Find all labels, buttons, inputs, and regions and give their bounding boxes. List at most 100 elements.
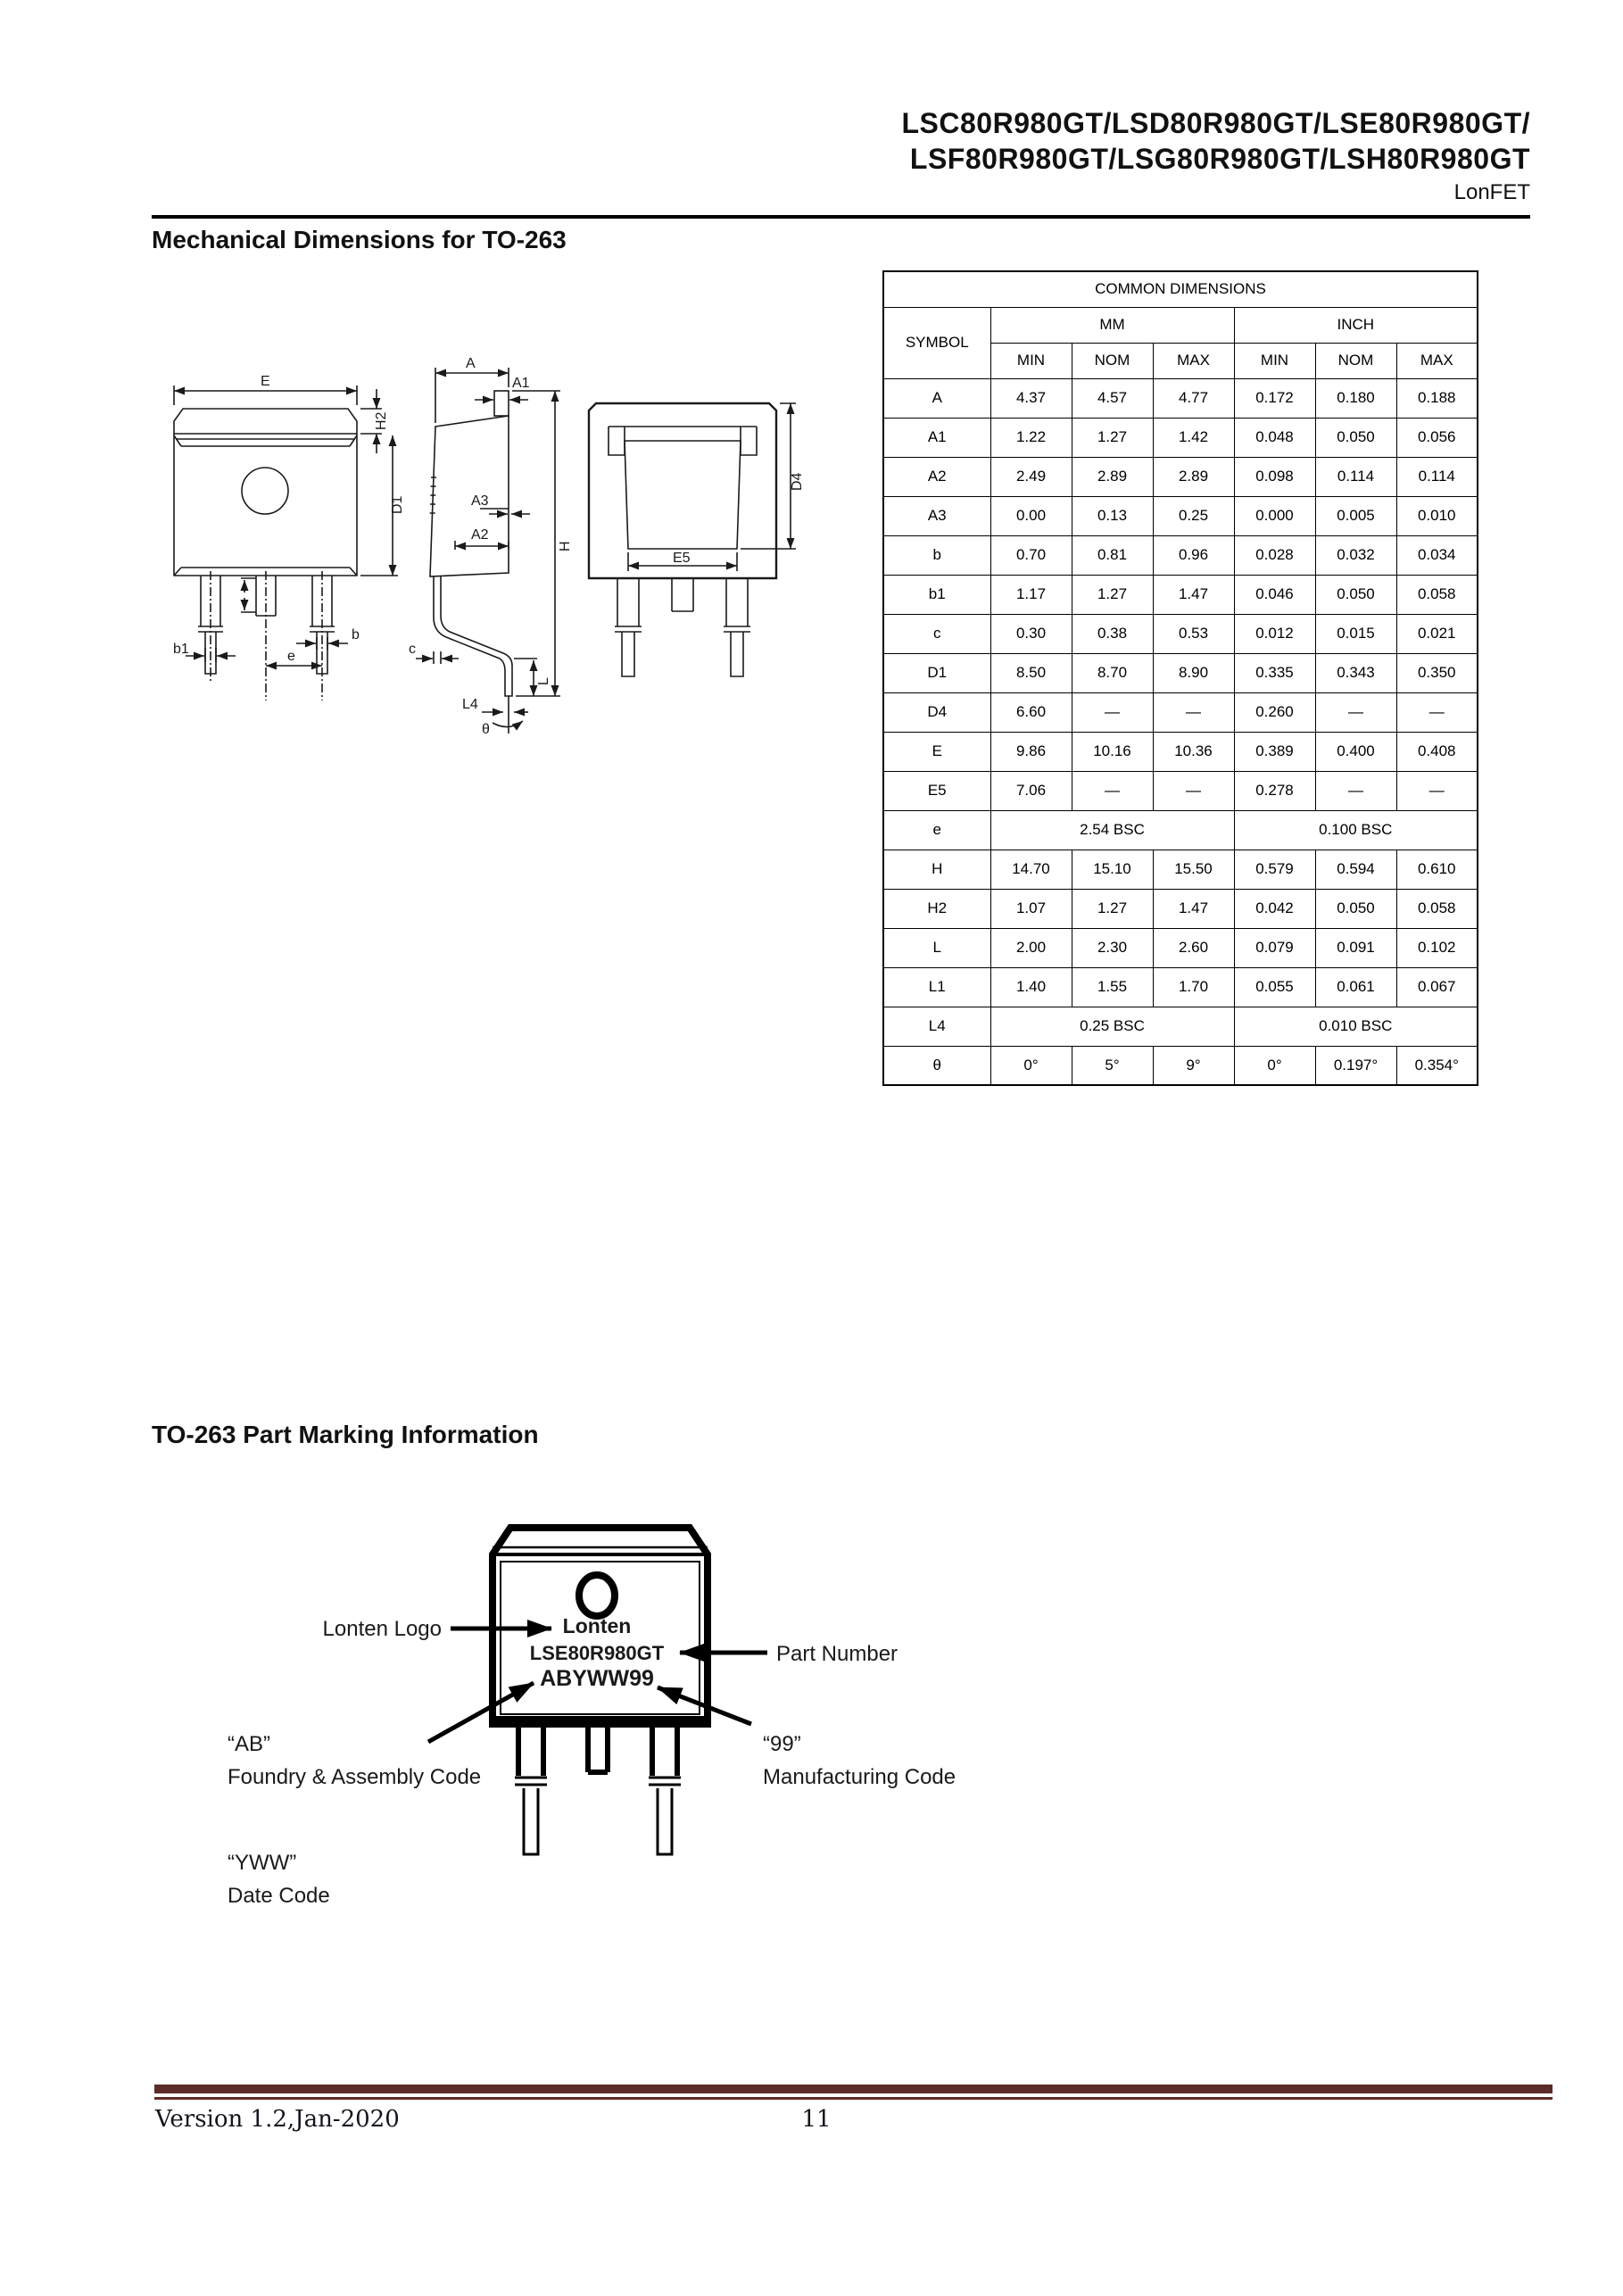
dimension-inch-cell: 0° bbox=[1233, 1045, 1316, 1086]
header-rule bbox=[152, 215, 1530, 219]
dimension-mm-cell: — bbox=[1152, 692, 1235, 733]
brand-name: LonFET bbox=[1453, 180, 1530, 204]
dimension-inch-cell: 0.408 bbox=[1395, 731, 1478, 772]
dimension-symbol-cell: L4 bbox=[882, 1006, 991, 1047]
dimension-inch-cell: 0.197° bbox=[1314, 1045, 1397, 1086]
symbol-header: SYMBOL bbox=[882, 306, 991, 379]
dimension-inch-cell: 0.102 bbox=[1395, 927, 1478, 968]
dimension-inch-cell: 0.050 bbox=[1314, 417, 1397, 458]
package-outline-drawing: E H2 D1 b1 b e A A1 H A3 A2 c L L4 θ E5 … bbox=[173, 356, 805, 737]
dimension-symbol-cell: H bbox=[882, 849, 991, 890]
dimension-inch-cell: 0.180 bbox=[1314, 377, 1397, 419]
dimension-inch-cell: 0.050 bbox=[1314, 888, 1397, 929]
dim-label-e: e bbox=[287, 649, 295, 664]
dimension-inch-cell: 0.067 bbox=[1395, 966, 1478, 1007]
dimension-inch-cell: 0.005 bbox=[1314, 495, 1397, 536]
mm-max-header: MAX bbox=[1152, 342, 1235, 379]
dimension-inch-cell: 0.188 bbox=[1395, 377, 1478, 419]
dimension-inch-cell: 0.000 bbox=[1233, 495, 1316, 536]
footer-rule-bar bbox=[154, 2085, 1553, 2093]
dim-label-theta: θ bbox=[482, 722, 490, 737]
dimension-inch-cell: 0.061 bbox=[1314, 966, 1397, 1007]
dimension-mm-cell: 2.89 bbox=[1152, 456, 1235, 497]
dimension-symbol-cell: H2 bbox=[882, 888, 991, 929]
part-marking-title: TO-263 Part Marking Information bbox=[152, 1421, 539, 1448]
dimension-inch-cell: 0.058 bbox=[1395, 574, 1478, 615]
dimension-inch-cell: 0.579 bbox=[1233, 849, 1316, 890]
dimension-symbol-cell: D1 bbox=[882, 652, 991, 693]
dimension-symbol-cell: L bbox=[882, 927, 991, 968]
dimension-symbol-cell: E5 bbox=[882, 770, 991, 811]
common-dimensions-table: COMMON DIMENSIONS SYMBOL MM INCH MIN NOM… bbox=[882, 270, 1478, 1086]
dimension-symbol-cell: A3 bbox=[882, 495, 991, 536]
dimension-mm-cell: 15.10 bbox=[1071, 849, 1154, 890]
dim-label-A3: A3 bbox=[471, 493, 489, 509]
marking-logo-text: Lonten bbox=[563, 1614, 632, 1637]
dimension-mm-cell: 1.47 bbox=[1152, 574, 1235, 615]
min-nom-max-row: MIN NOM MAX MIN NOM MAX bbox=[883, 342, 1478, 379]
dim-label-c: c bbox=[409, 642, 416, 657]
dimension-mm-cell: 6.60 bbox=[990, 692, 1072, 733]
dimension-symbol-cell: E bbox=[882, 731, 991, 772]
back-view-drawing bbox=[587, 402, 796, 677]
dimension-mm-bsc-cell: 2.54 BSC bbox=[990, 809, 1235, 850]
inch-nom-header: NOM bbox=[1314, 342, 1397, 379]
dimension-mm-cell: 1.27 bbox=[1071, 888, 1154, 929]
dimension-mm-cell: 10.16 bbox=[1071, 731, 1154, 772]
dimension-symbol-cell: L1 bbox=[882, 966, 991, 1007]
dimension-mm-cell: 1.17 bbox=[990, 574, 1072, 615]
dimension-mm-cell: 1.47 bbox=[1152, 888, 1235, 929]
inch-header: INCH bbox=[1233, 306, 1478, 344]
dimension-inch-cell: 0.389 bbox=[1233, 731, 1316, 772]
dimension-mm-cell: 0.38 bbox=[1071, 613, 1154, 654]
dimension-symbol-cell: A1 bbox=[882, 417, 991, 458]
dimension-inch-cell: — bbox=[1314, 692, 1397, 733]
dimension-mm-cell: 7.06 bbox=[990, 770, 1072, 811]
dimension-mm-cell: 0° bbox=[990, 1045, 1072, 1086]
dimension-symbol-cell: b bbox=[882, 535, 991, 576]
dimension-inch-cell: 0.032 bbox=[1314, 535, 1397, 576]
dimension-inch-cell: 0.056 bbox=[1395, 417, 1478, 458]
dim-label-b1: b1 bbox=[173, 642, 189, 657]
dimension-symbol-cell: A bbox=[882, 377, 991, 419]
dimension-mm-cell: 2.49 bbox=[990, 456, 1072, 497]
ab-desc-label: Foundry & Assembly Code bbox=[228, 1765, 481, 1789]
dimension-mm-cell: 9.86 bbox=[990, 731, 1072, 772]
page-header: LSC80R980GT/LSD80R980GT/LSE80R980GT/ LSF… bbox=[902, 105, 1531, 205]
dimension-mm-cell: 0.00 bbox=[990, 495, 1072, 536]
dimension-inch-cell: 0.034 bbox=[1395, 535, 1478, 576]
dimension-inch-cell: 0.015 bbox=[1314, 613, 1397, 654]
date-desc-label: Date Code bbox=[228, 1884, 330, 1908]
dimension-symbol-cell: c bbox=[882, 613, 991, 654]
unit-header-row: SYMBOL MM INCH bbox=[882, 306, 1478, 379]
dimension-mm-cell: 5° bbox=[1071, 1045, 1154, 1086]
dimension-inch-cell: 0.278 bbox=[1233, 770, 1316, 811]
dimension-mm-bsc-cell: 0.25 BSC bbox=[990, 1006, 1235, 1047]
dim-label-L: L bbox=[536, 677, 551, 685]
dimension-inch-cell: 0.048 bbox=[1233, 417, 1316, 458]
dimension-mm-cell: 2.00 bbox=[990, 927, 1072, 968]
date-code-label: “YWW” bbox=[228, 1851, 296, 1875]
dimension-inch-cell: 0.055 bbox=[1233, 966, 1316, 1007]
dimension-mm-cell: 14.70 bbox=[990, 849, 1072, 890]
dimension-mm-cell: 1.27 bbox=[1071, 417, 1154, 458]
dimension-mm-cell: 4.37 bbox=[990, 377, 1072, 419]
dimension-mm-cell: 2.89 bbox=[1071, 456, 1154, 497]
dimension-inch-cell: 0.021 bbox=[1395, 613, 1478, 654]
dimension-mm-cell: 8.50 bbox=[990, 652, 1072, 693]
dimension-symbol-cell: A2 bbox=[882, 456, 991, 497]
dim-label-E5: E5 bbox=[673, 551, 691, 566]
part-numbers-line2: LSF80R980GT/LSG80R980GT/LSH80R980GT bbox=[909, 143, 1530, 175]
front-view-drawing bbox=[173, 385, 398, 700]
dimension-inch-cell: — bbox=[1314, 770, 1397, 811]
